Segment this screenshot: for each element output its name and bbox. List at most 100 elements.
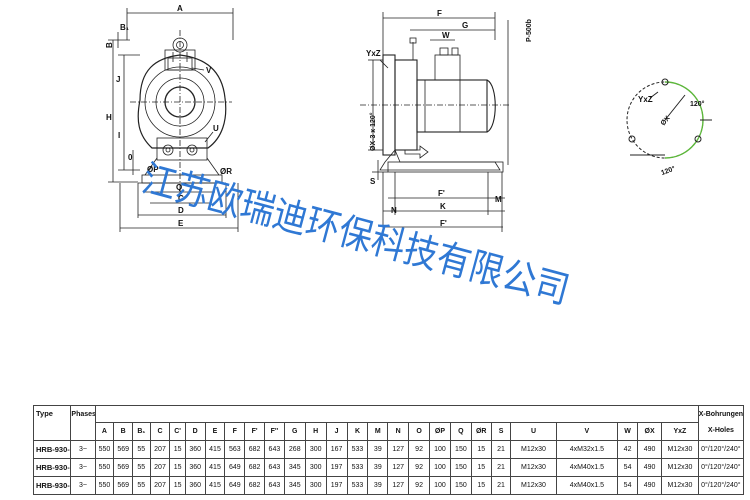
row-value: 127: [387, 439, 410, 459]
row-value: 345: [283, 475, 306, 496]
row-phases: 3~: [70, 457, 96, 477]
row-value: M12x30: [661, 457, 699, 477]
row-value: 55: [132, 457, 151, 477]
row-value: 415: [204, 457, 226, 477]
dim-J: J: [116, 75, 120, 84]
row-value: 682: [244, 457, 265, 477]
row-value: 207: [149, 439, 171, 459]
row-value: 360: [184, 439, 206, 459]
column-header: U: [510, 421, 557, 441]
row-value: 15: [169, 439, 186, 459]
dim-YxZ: YxZ: [366, 49, 381, 58]
table-row: HRB-930-D23~5505695520715360415649682643…: [32, 457, 745, 477]
dim-M: M: [495, 195, 502, 204]
row-value: 649: [224, 457, 246, 477]
row-value: 39: [367, 439, 389, 459]
column-header: D: [184, 421, 206, 441]
dim-F1: F': [438, 189, 445, 198]
row-value: 490: [636, 457, 663, 477]
dim-OX: ØX-3 x 120°: [369, 112, 377, 151]
column-header: O: [408, 421, 431, 441]
row-value: 682: [244, 439, 265, 459]
flange-angle-1: 120°: [690, 100, 705, 108]
row-value: 4xM40x1.5: [555, 457, 619, 477]
table-body: HRB-930-D13~5505695520715360415563682643…: [32, 439, 745, 496]
row-value: 15: [169, 457, 186, 477]
row-value: 643: [264, 475, 285, 496]
column-header: J: [325, 421, 348, 441]
column-header: W: [617, 421, 638, 441]
row-value: M12x30: [661, 439, 699, 459]
column-header: F': [244, 421, 265, 441]
row-value: 550: [94, 475, 115, 496]
dim-V: V: [206, 66, 212, 75]
column-header: Q: [449, 421, 472, 441]
table-row: HRB-930-D13~5505695520715360415563682643…: [32, 439, 745, 459]
dim-W: W: [442, 31, 450, 40]
row-value: 207: [149, 475, 171, 496]
row-value: 550: [94, 439, 115, 459]
row-value: 569: [113, 475, 134, 496]
row-value: 268: [283, 439, 306, 459]
row-value: 15: [169, 475, 186, 496]
row-value: 150: [449, 439, 472, 459]
dim-N: N: [391, 206, 397, 215]
dim-E: E: [178, 219, 184, 228]
row-value: 167: [325, 439, 348, 459]
row-value: 415: [204, 439, 226, 459]
header-type-cont: [32, 422, 72, 441]
column-header: B₁: [132, 421, 151, 441]
column-header: E: [204, 421, 226, 441]
row-value: 300: [304, 457, 327, 477]
row-value: 150: [449, 457, 472, 477]
header-phases-cont: [70, 422, 96, 441]
dim-P: P-500b: [526, 19, 533, 42]
header-phases: Phases: [70, 405, 96, 423]
header-blank: [94, 405, 699, 423]
row-value: 207: [149, 457, 171, 477]
dim-C: C: [178, 194, 184, 203]
column-header: C: [149, 421, 171, 441]
dim-H: H: [106, 113, 112, 122]
dim-O: 0: [128, 153, 133, 162]
column-header: F'': [264, 421, 285, 441]
row-xholes: 0°/120°/240°: [697, 439, 745, 459]
row-phases: 3~: [70, 439, 96, 459]
column-header: S: [490, 421, 512, 441]
row-type: HRB-930-D3: [32, 475, 72, 496]
flange-YxZ: YxZ: [638, 95, 653, 104]
row-value: 15: [470, 457, 492, 477]
row-value: 21: [490, 457, 512, 477]
dim-A: A: [177, 4, 183, 13]
row-value: 360: [184, 475, 206, 496]
row-value: 649: [224, 475, 246, 496]
header-xholes-1: X-Bohrungen: [697, 405, 745, 423]
row-value: 100: [429, 439, 451, 459]
row-value: 92: [408, 475, 431, 496]
row-value: 55: [132, 439, 151, 459]
row-value: 92: [408, 439, 431, 459]
column-header: B: [113, 421, 134, 441]
column-header: K: [346, 421, 369, 441]
row-value: 15: [470, 439, 492, 459]
header-type: Type: [32, 405, 72, 423]
table-header-row-1: Type Phases X-Bohrungen: [32, 405, 745, 423]
row-phases: 3~: [70, 475, 96, 496]
dim-D: D: [178, 206, 184, 215]
table-row: HRB-930-D33~5505695520715360415649682643…: [32, 475, 745, 496]
column-header: H: [304, 421, 327, 441]
row-value: 643: [264, 439, 285, 459]
row-value: 127: [387, 457, 410, 477]
row-value: 569: [113, 439, 134, 459]
row-value: 55: [132, 475, 151, 496]
dim-F2: F': [440, 219, 447, 228]
row-value: 54: [617, 457, 638, 477]
dim-I: I: [118, 131, 120, 140]
row-value: 4xM32x1.5: [555, 439, 619, 459]
row-xholes: 0°/120°/240°: [697, 457, 745, 477]
column-header: M: [367, 421, 389, 441]
row-value: 197: [325, 475, 348, 496]
